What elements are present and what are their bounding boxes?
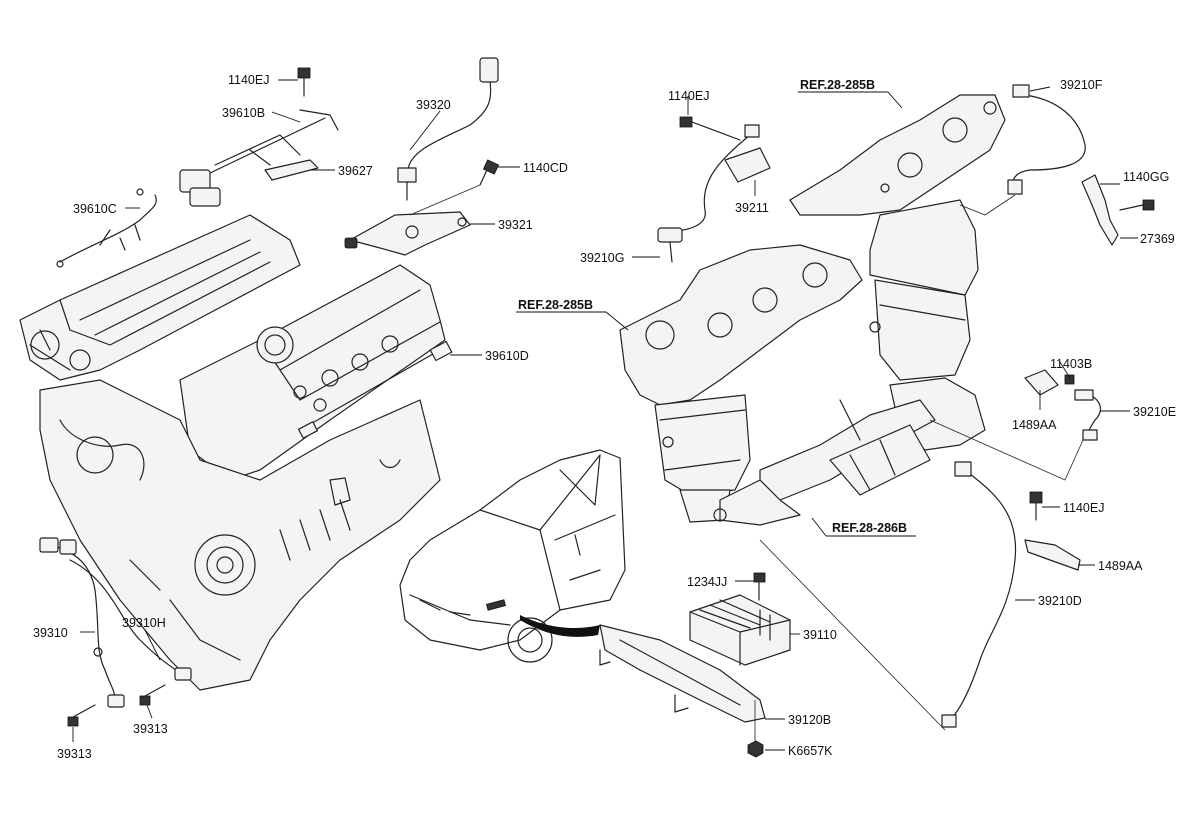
sensor-39210G bbox=[657, 124, 760, 263]
ref-label-bottom: REF.28-286B bbox=[832, 521, 907, 535]
engine-assembly bbox=[19, 214, 453, 691]
nut-K6657K bbox=[747, 700, 764, 758]
reference-labels: REF.28-285B REF.28-285B REF.28-286B bbox=[518, 78, 907, 535]
label-1140EJ-right: 1140EJ bbox=[1063, 501, 1104, 515]
label-11403B: 11403B bbox=[1050, 357, 1092, 371]
label-39310: 39310 bbox=[33, 626, 68, 640]
sensor-39210D bbox=[759, 461, 1017, 731]
label-1489AA-b: 1489AA bbox=[1098, 559, 1143, 573]
label-39610C: 39610C bbox=[73, 202, 117, 216]
sensor-39320 bbox=[397, 57, 499, 201]
bolt-39313-b bbox=[139, 684, 166, 706]
label-39210F: 39210F bbox=[1060, 78, 1103, 92]
label-39210E: 39210E bbox=[1133, 405, 1176, 419]
part-labels: 1140EJ 39610B 39627 39320 1140CD 39321 3… bbox=[33, 73, 1176, 761]
label-1140GG: 1140GG bbox=[1123, 170, 1169, 184]
label-1489AA-a: 1489AA bbox=[1012, 418, 1057, 432]
leader-lines bbox=[72, 79, 1138, 751]
shield-39211 bbox=[724, 147, 771, 183]
label-27369: 27369 bbox=[1140, 232, 1175, 246]
label-1140EJ-mid: 1140EJ bbox=[668, 89, 709, 103]
ecu-39110 bbox=[689, 594, 791, 666]
ref-label-left: REF.28-285B bbox=[518, 298, 593, 312]
harness-39610B bbox=[179, 109, 339, 207]
bolt-1140CD bbox=[409, 159, 500, 216]
vehicle-sketch bbox=[399, 449, 626, 663]
label-1140EJ-top: 1140EJ bbox=[228, 73, 269, 87]
label-39313-b: 39313 bbox=[133, 722, 168, 736]
label-K6657K: K6657K bbox=[788, 744, 833, 758]
bracket-1489AA-a bbox=[1024, 369, 1075, 396]
label-39210D: 39210D bbox=[1038, 594, 1082, 608]
harness-39610C bbox=[56, 188, 157, 268]
sensor-39210E bbox=[929, 389, 1102, 481]
bracket-27369 bbox=[1081, 174, 1155, 246]
label-1140CD: 1140CD bbox=[523, 161, 568, 175]
label-39321: 39321 bbox=[498, 218, 533, 232]
label-39310H: 39310H bbox=[122, 616, 166, 630]
ref-label-top: REF.28-285B bbox=[800, 78, 875, 92]
label-39110: 39110 bbox=[803, 628, 837, 642]
bolt-39313-a bbox=[67, 704, 96, 727]
front-pipe-assembly bbox=[713, 377, 986, 526]
label-39610B: 39610B bbox=[222, 106, 265, 120]
sensor-39210F bbox=[959, 84, 1086, 216]
label-39610D: 39610D bbox=[485, 349, 529, 363]
exhaust-manifold-rear bbox=[789, 94, 1006, 381]
label-39211: 39211 bbox=[735, 201, 769, 215]
label-39313-a: 39313 bbox=[57, 747, 92, 761]
bracket-39627 bbox=[264, 159, 319, 181]
bolt-1140EJ-right bbox=[1024, 491, 1081, 571]
bracket-39321 bbox=[344, 211, 471, 256]
bolt-1140EJ-top bbox=[297, 67, 311, 97]
bolt-1234JJ bbox=[753, 572, 766, 601]
label-39627: 39627 bbox=[338, 164, 373, 178]
label-1234JJ: 1234JJ bbox=[687, 575, 727, 589]
harness-39310 bbox=[39, 537, 192, 708]
label-39320: 39320 bbox=[416, 98, 451, 112]
label-39120B: 39120B bbox=[788, 713, 831, 727]
bolt-1140EJ-mid bbox=[679, 116, 741, 141]
exhaust-manifold-front bbox=[619, 244, 863, 523]
label-39210G: 39210G bbox=[580, 251, 624, 265]
